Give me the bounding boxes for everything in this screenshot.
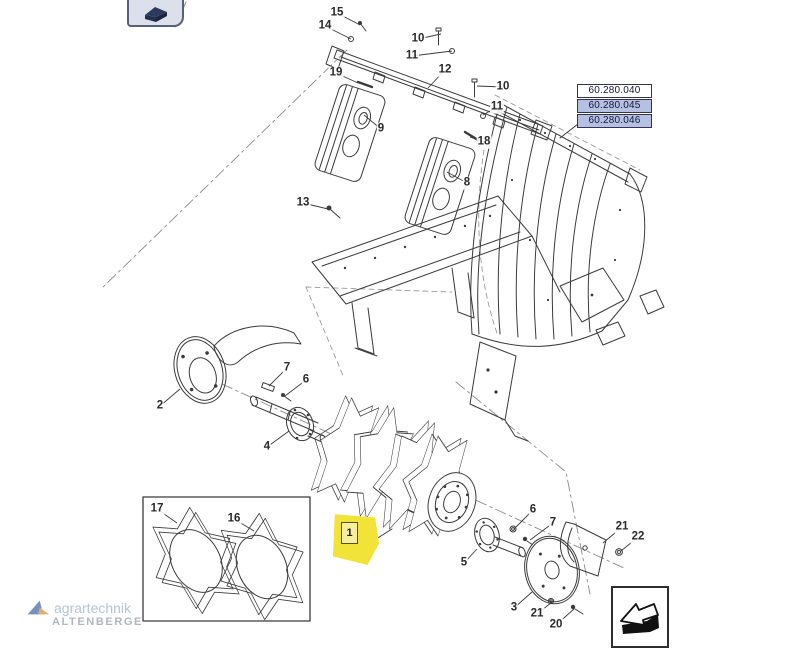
adjacent-diagram-links: 60.280.040 60.280.045 60.280.046 [577, 84, 652, 129]
dealer-watermark: agrartechnik ALTENBERGE [26, 598, 143, 628]
diagram-ref-link-1[interactable]: 60.280.040 [577, 84, 652, 98]
shaft-drawing [250, 382, 327, 444]
part-callout-4[interactable]: 4 [262, 440, 272, 454]
part-callout-11[interactable]: 11 [489, 100, 505, 114]
rotor-drawing [297, 390, 477, 558]
end-disc-drawing [524, 521, 623, 615]
block-9-drawing [312, 82, 388, 184]
diagram-ref-link-3[interactable]: 60.280.046 [577, 114, 652, 128]
housing-panel-drawing [470, 102, 665, 347]
previous-page-button[interactable] [611, 586, 669, 648]
catalog-book-icon [144, 7, 167, 22]
part-callout-14[interactable]: 14 [317, 19, 333, 33]
watermark-name: agrartechnik [54, 599, 132, 616]
part-callout-22[interactable]: 22 [630, 530, 646, 544]
part-callout-11[interactable]: 11 [404, 49, 420, 63]
part-callout-17[interactable]: 17 [149, 502, 165, 516]
part-callout-10[interactable]: 10 [495, 80, 511, 94]
hub-drawing [474, 517, 537, 558]
part-callout-6[interactable]: 6 [301, 373, 311, 387]
frame-drawing [311, 195, 561, 442]
selected-part-number[interactable]: 1 [341, 522, 358, 544]
part-callout-21[interactable]: 21 [614, 520, 630, 534]
part-callout-20[interactable]: 20 [548, 618, 564, 632]
part-callout-18[interactable]: 18 [476, 135, 492, 149]
part-callout-21[interactable]: 21 [529, 607, 545, 621]
part-callout-6[interactable]: 6 [528, 503, 538, 517]
part-callout-7[interactable]: 7 [282, 361, 292, 375]
diagram-ref-link-2[interactable]: 60.280.045 [577, 99, 652, 113]
part-callout-2[interactable]: 2 [155, 399, 165, 413]
tine-ring-inset-box [134, 496, 323, 629]
part-callout-16[interactable]: 16 [226, 512, 242, 526]
ref-box-leader [559, 123, 579, 139]
previous-page-arrow-icon [620, 603, 659, 634]
part-callout-9[interactable]: 9 [376, 122, 386, 136]
disc-cover-drawing [173, 325, 302, 404]
part-callout-15[interactable]: 15 [329, 6, 345, 20]
catalog-nav-tab[interactable] [127, 0, 184, 27]
part-callout-3[interactable]: 3 [509, 601, 519, 615]
watermark-city: ALTENBERGE [52, 616, 143, 628]
part-callout-7[interactable]: 7 [548, 516, 558, 530]
part-callout-13[interactable]: 13 [295, 196, 311, 210]
selected-part-highlight: 1 [332, 514, 379, 565]
part-callout-10[interactable]: 10 [410, 32, 426, 46]
part-callout-19[interactable]: 19 [328, 66, 344, 80]
callout-leader-lines [156, 12, 639, 626]
part-callout-12[interactable]: 12 [437, 63, 453, 77]
dealer-logo-icon [27, 600, 50, 615]
part-callout-5[interactable]: 5 [459, 556, 469, 570]
part-callout-8[interactable]: 8 [462, 176, 472, 190]
rail-drawing [325, 45, 553, 141]
